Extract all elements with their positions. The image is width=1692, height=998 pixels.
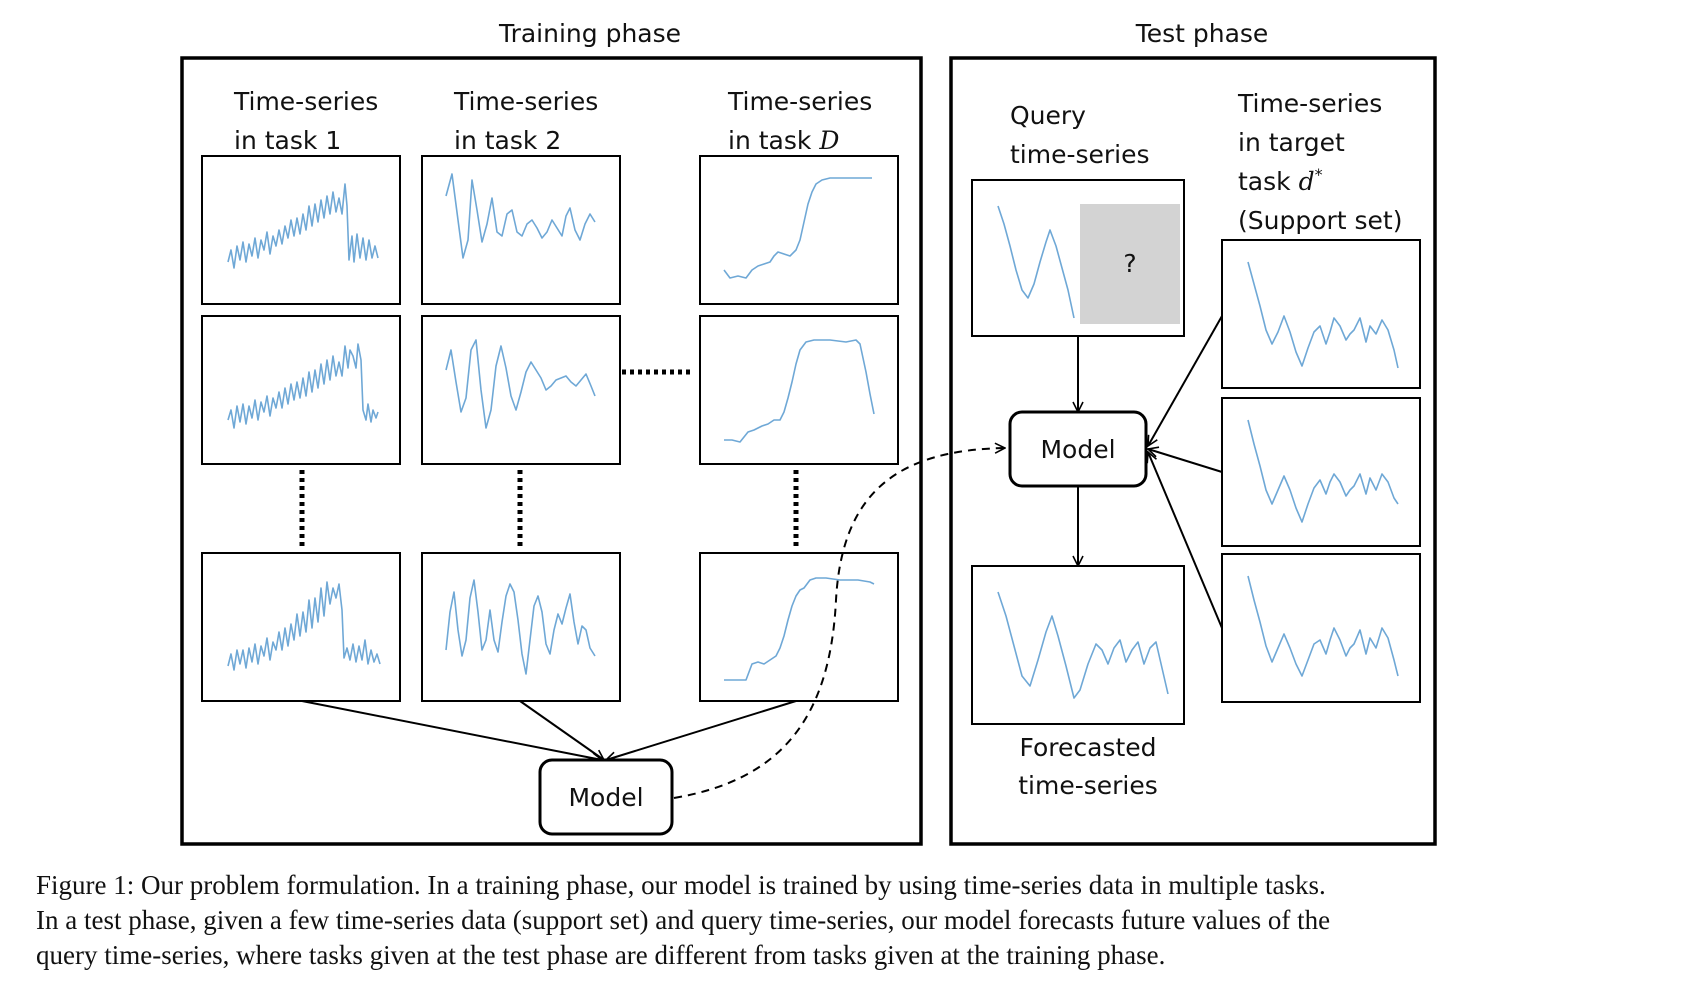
forecast-mask-question-mark: ? xyxy=(1123,249,1136,278)
support-series-line-1 xyxy=(1247,261,1399,369)
caption-line-2: In a test phase, given a few time-series… xyxy=(36,905,1331,935)
caption-line-1: Figure 1: Our problem formulation. In a … xyxy=(36,870,1326,900)
query-label-line2: time-series xyxy=(1010,140,1150,169)
task1-column-label: Time-series in task 1 xyxy=(233,87,378,155)
support-label-line1: Time-series xyxy=(1237,89,1382,118)
task1-label-line1: Time-series xyxy=(233,87,378,116)
forecast-series-thumb xyxy=(971,565,1185,725)
support3-to-model-arrow xyxy=(1148,452,1223,629)
test-model-label: Model xyxy=(1040,435,1115,464)
test-phase-frame xyxy=(949,56,1437,846)
task2-label-line1: Time-series xyxy=(453,87,598,116)
support1-to-model-arrow xyxy=(1148,315,1223,446)
task1-series-thumb-1 xyxy=(201,155,401,305)
taskD-to-model-arrow xyxy=(606,700,797,760)
support-series-thumb-2 xyxy=(1221,397,1421,547)
task2-series-line-3 xyxy=(445,579,596,675)
training-phase-title: Training phase xyxy=(498,19,681,48)
support-label-line3: task d* xyxy=(1238,165,1323,196)
taskD-label-line2: in task D xyxy=(728,126,839,155)
support2-to-model-arrow xyxy=(1148,449,1223,473)
taskD-series-line-3 xyxy=(724,577,875,681)
support-series-thumb-1 xyxy=(1221,239,1421,389)
taskD-series-thumb-3 xyxy=(699,552,899,702)
task1-to-model-arrow xyxy=(301,700,602,760)
forecast-series-line xyxy=(997,591,1169,699)
taskD-series-line-1 xyxy=(723,177,872,279)
figure-caption: Figure 1: Our problem formulation. In a … xyxy=(36,868,1666,973)
task1-label-line2: in task 1 xyxy=(234,126,341,155)
task2-series-thumb-1 xyxy=(421,155,621,305)
task1-series-line-3 xyxy=(227,581,381,671)
task2-series-line-2 xyxy=(445,339,596,429)
training-model-label: Model xyxy=(568,783,643,812)
forecast-mask xyxy=(1080,204,1180,324)
task2-to-model-arrow xyxy=(519,700,604,760)
support-series-line-2 xyxy=(1247,419,1399,523)
support-label-line2: in target xyxy=(1238,128,1345,157)
model-transfer-dashed-arrow xyxy=(673,448,1005,799)
task1-series-line-2 xyxy=(227,343,379,429)
training-model-box xyxy=(538,758,674,836)
task2-column-label: Time-series in task 2 xyxy=(453,87,598,155)
forecast-label-line1: Forecasted xyxy=(1019,733,1156,762)
query-series-line xyxy=(997,205,1075,319)
task2-series-line-1 xyxy=(445,173,596,259)
taskD-series-thumb-2 xyxy=(699,315,899,465)
caption-line-3: query time-series, where tasks given at … xyxy=(36,940,1166,970)
taskD-label-line1: Time-series xyxy=(727,87,872,116)
training-phase-frame xyxy=(180,56,923,846)
task2-label-line2: in task 2 xyxy=(454,126,561,155)
task1-series-line-1 xyxy=(227,183,379,269)
support-series-thumb-3 xyxy=(1221,553,1421,703)
support-set-label: Time-series in target task d* (Support s… xyxy=(1237,89,1403,235)
support-series-line-3 xyxy=(1247,575,1399,677)
query-label-line1: Query xyxy=(1010,101,1086,130)
support-label-line4: (Support set) xyxy=(1238,206,1403,235)
taskD-series-line-2 xyxy=(724,339,875,443)
test-phase-title: Test phase xyxy=(1135,19,1269,48)
taskD-series-thumb-1 xyxy=(699,155,899,305)
taskD-column-label: Time-series in task D xyxy=(727,87,872,155)
forecast-label-line2: time-series xyxy=(1018,771,1158,800)
problem-formulation-diagram: Training phase Time-series in task 1 Tim… xyxy=(180,19,1437,846)
task2-series-thumb-3 xyxy=(421,552,621,702)
